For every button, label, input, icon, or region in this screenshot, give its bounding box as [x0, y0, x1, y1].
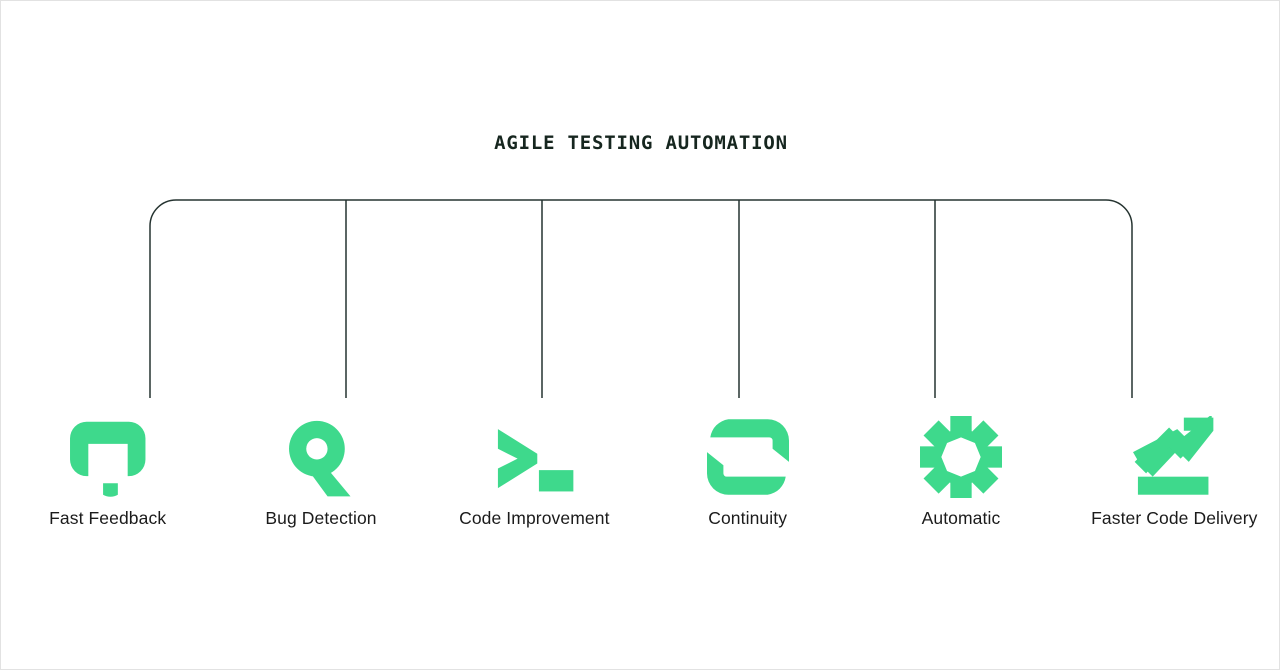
terminal-prompt-icon — [498, 429, 574, 492]
refresh-loop-icon — [706, 419, 789, 495]
item-fast-feedback: Fast Feedback — [1, 416, 214, 529]
item-faster-code-delivery: Faster Code Delivery — [1068, 416, 1279, 529]
item-label: Faster Code Delivery — [1091, 508, 1258, 528]
growth-chart-icon — [1133, 416, 1214, 495]
chat-bubble-icon — [69, 421, 146, 497]
item-label: Code Improvement — [459, 508, 610, 528]
item-label: Bug Detection — [265, 508, 377, 528]
page-title: AGILE TESTING AUTOMATION — [494, 132, 788, 154]
magnifier-icon — [289, 420, 351, 497]
items-row: Fast Feedback Bug Detection Code Improve… — [1, 416, 1279, 556]
item-label: Continuity — [708, 508, 788, 528]
item-continuity: Continuity — [641, 416, 854, 529]
item-bug-detection: Bug Detection — [214, 416, 427, 529]
item-label: Fast Feedback — [49, 508, 167, 528]
bracket-outline — [149, 199, 1133, 398]
item-automatic: Automatic — [854, 416, 1067, 529]
item-code-improvement: Code Improvement — [428, 416, 641, 529]
item-label: Automatic — [921, 508, 1001, 528]
gear-icon — [919, 416, 1002, 498]
